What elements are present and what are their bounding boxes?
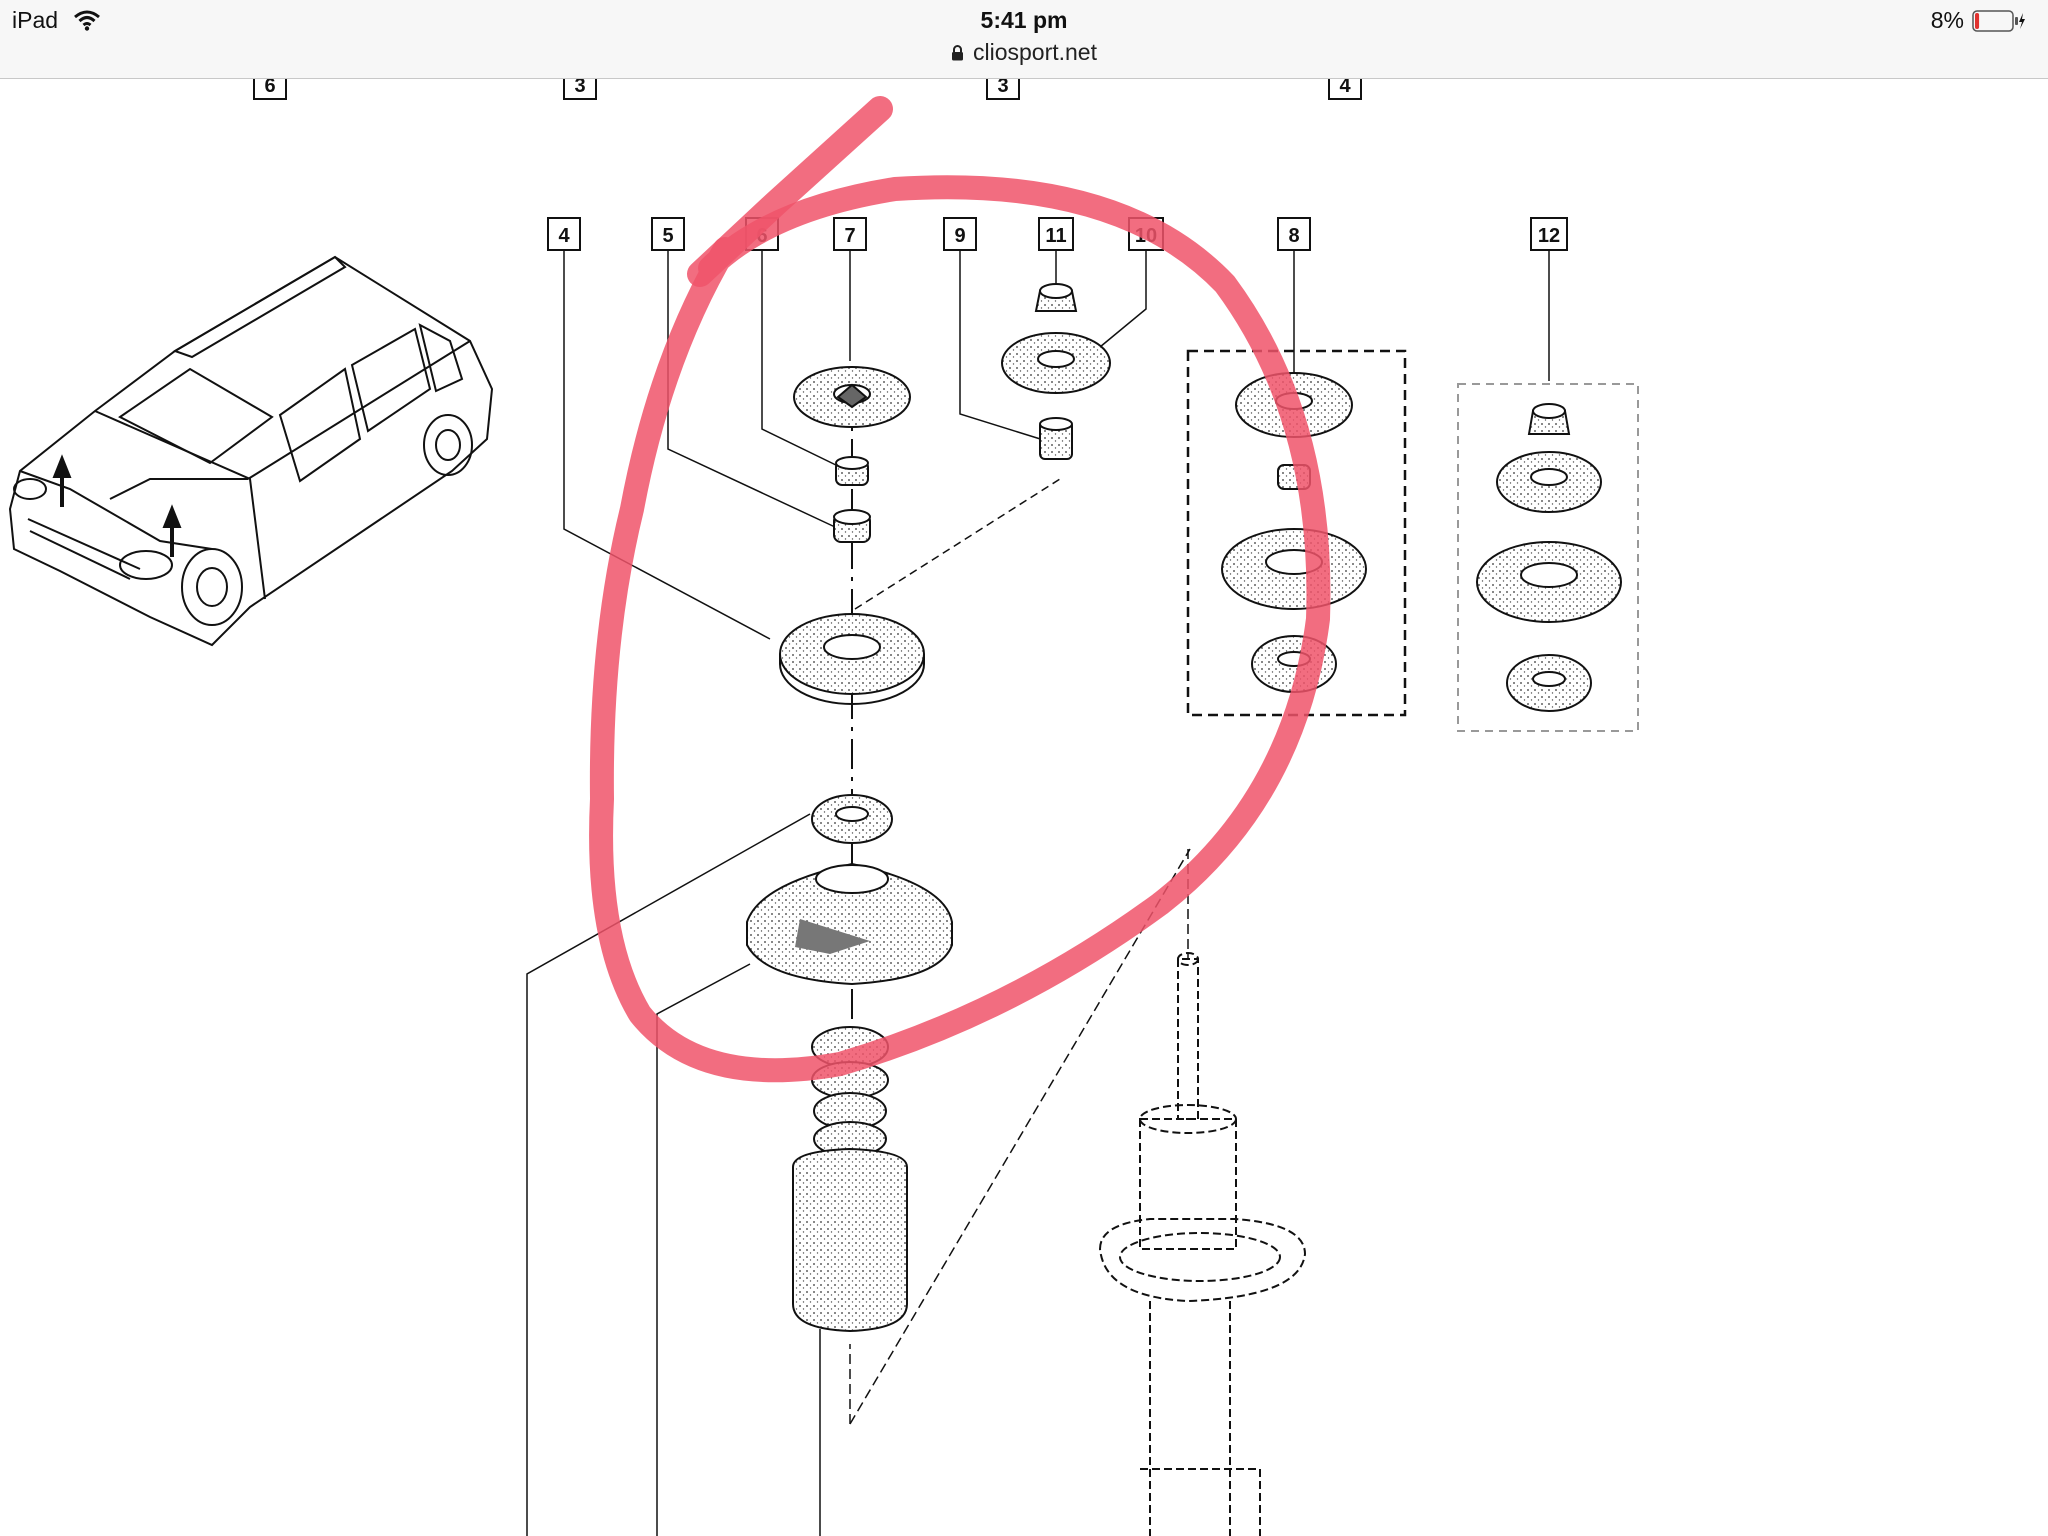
leader-lines (526, 250, 1550, 1536)
part-label: 8 (1288, 225, 1299, 247)
top-label: 3 (574, 79, 585, 97)
red-annotation (589, 96, 1331, 1083)
variant-group-12 (1457, 383, 1639, 732)
top-label: 3 (997, 79, 1008, 97)
address-bar[interactable]: cliosport.net (0, 39, 2048, 66)
part-callouts: 4 5 6 7 9 11 10 8 12 (547, 217, 1568, 251)
battery-percent: 8% (1930, 7, 1964, 33)
device-name: iPad (12, 7, 59, 33)
part-label: 5 (662, 225, 673, 247)
parts-diagram: 6 3 3 4 4 5 6 (8, 79, 1639, 1536)
battery-icon (1972, 10, 2025, 32)
upper-hardware (1001, 283, 1111, 460)
charging-bolt-icon (2019, 13, 2025, 29)
car-illustration (8, 255, 494, 647)
top-label: 4 (1339, 79, 1351, 97)
clock: 5:41 pm (980, 7, 1068, 33)
url-text: cliosport.net (972, 39, 1097, 65)
lower-cup (746, 862, 953, 986)
bump-stop-body (792, 1147, 908, 1333)
part-label: 11 (1045, 225, 1066, 247)
wifi-icon (74, 10, 100, 31)
top-label: 6 (264, 79, 275, 97)
part-label: 12 (1538, 225, 1560, 247)
shock-absorber (1098, 952, 1307, 1536)
part-label: 9 (954, 225, 965, 247)
status-bar: iPad 5:41 pm cliosport.net 8% (0, 0, 2048, 79)
main-part-stack (746, 366, 953, 1333)
lock-icon (951, 45, 963, 61)
top-callouts: 6 3 3 4 (253, 79, 1362, 100)
part-label: 4 (558, 225, 570, 247)
part-label: 7 (844, 225, 855, 247)
